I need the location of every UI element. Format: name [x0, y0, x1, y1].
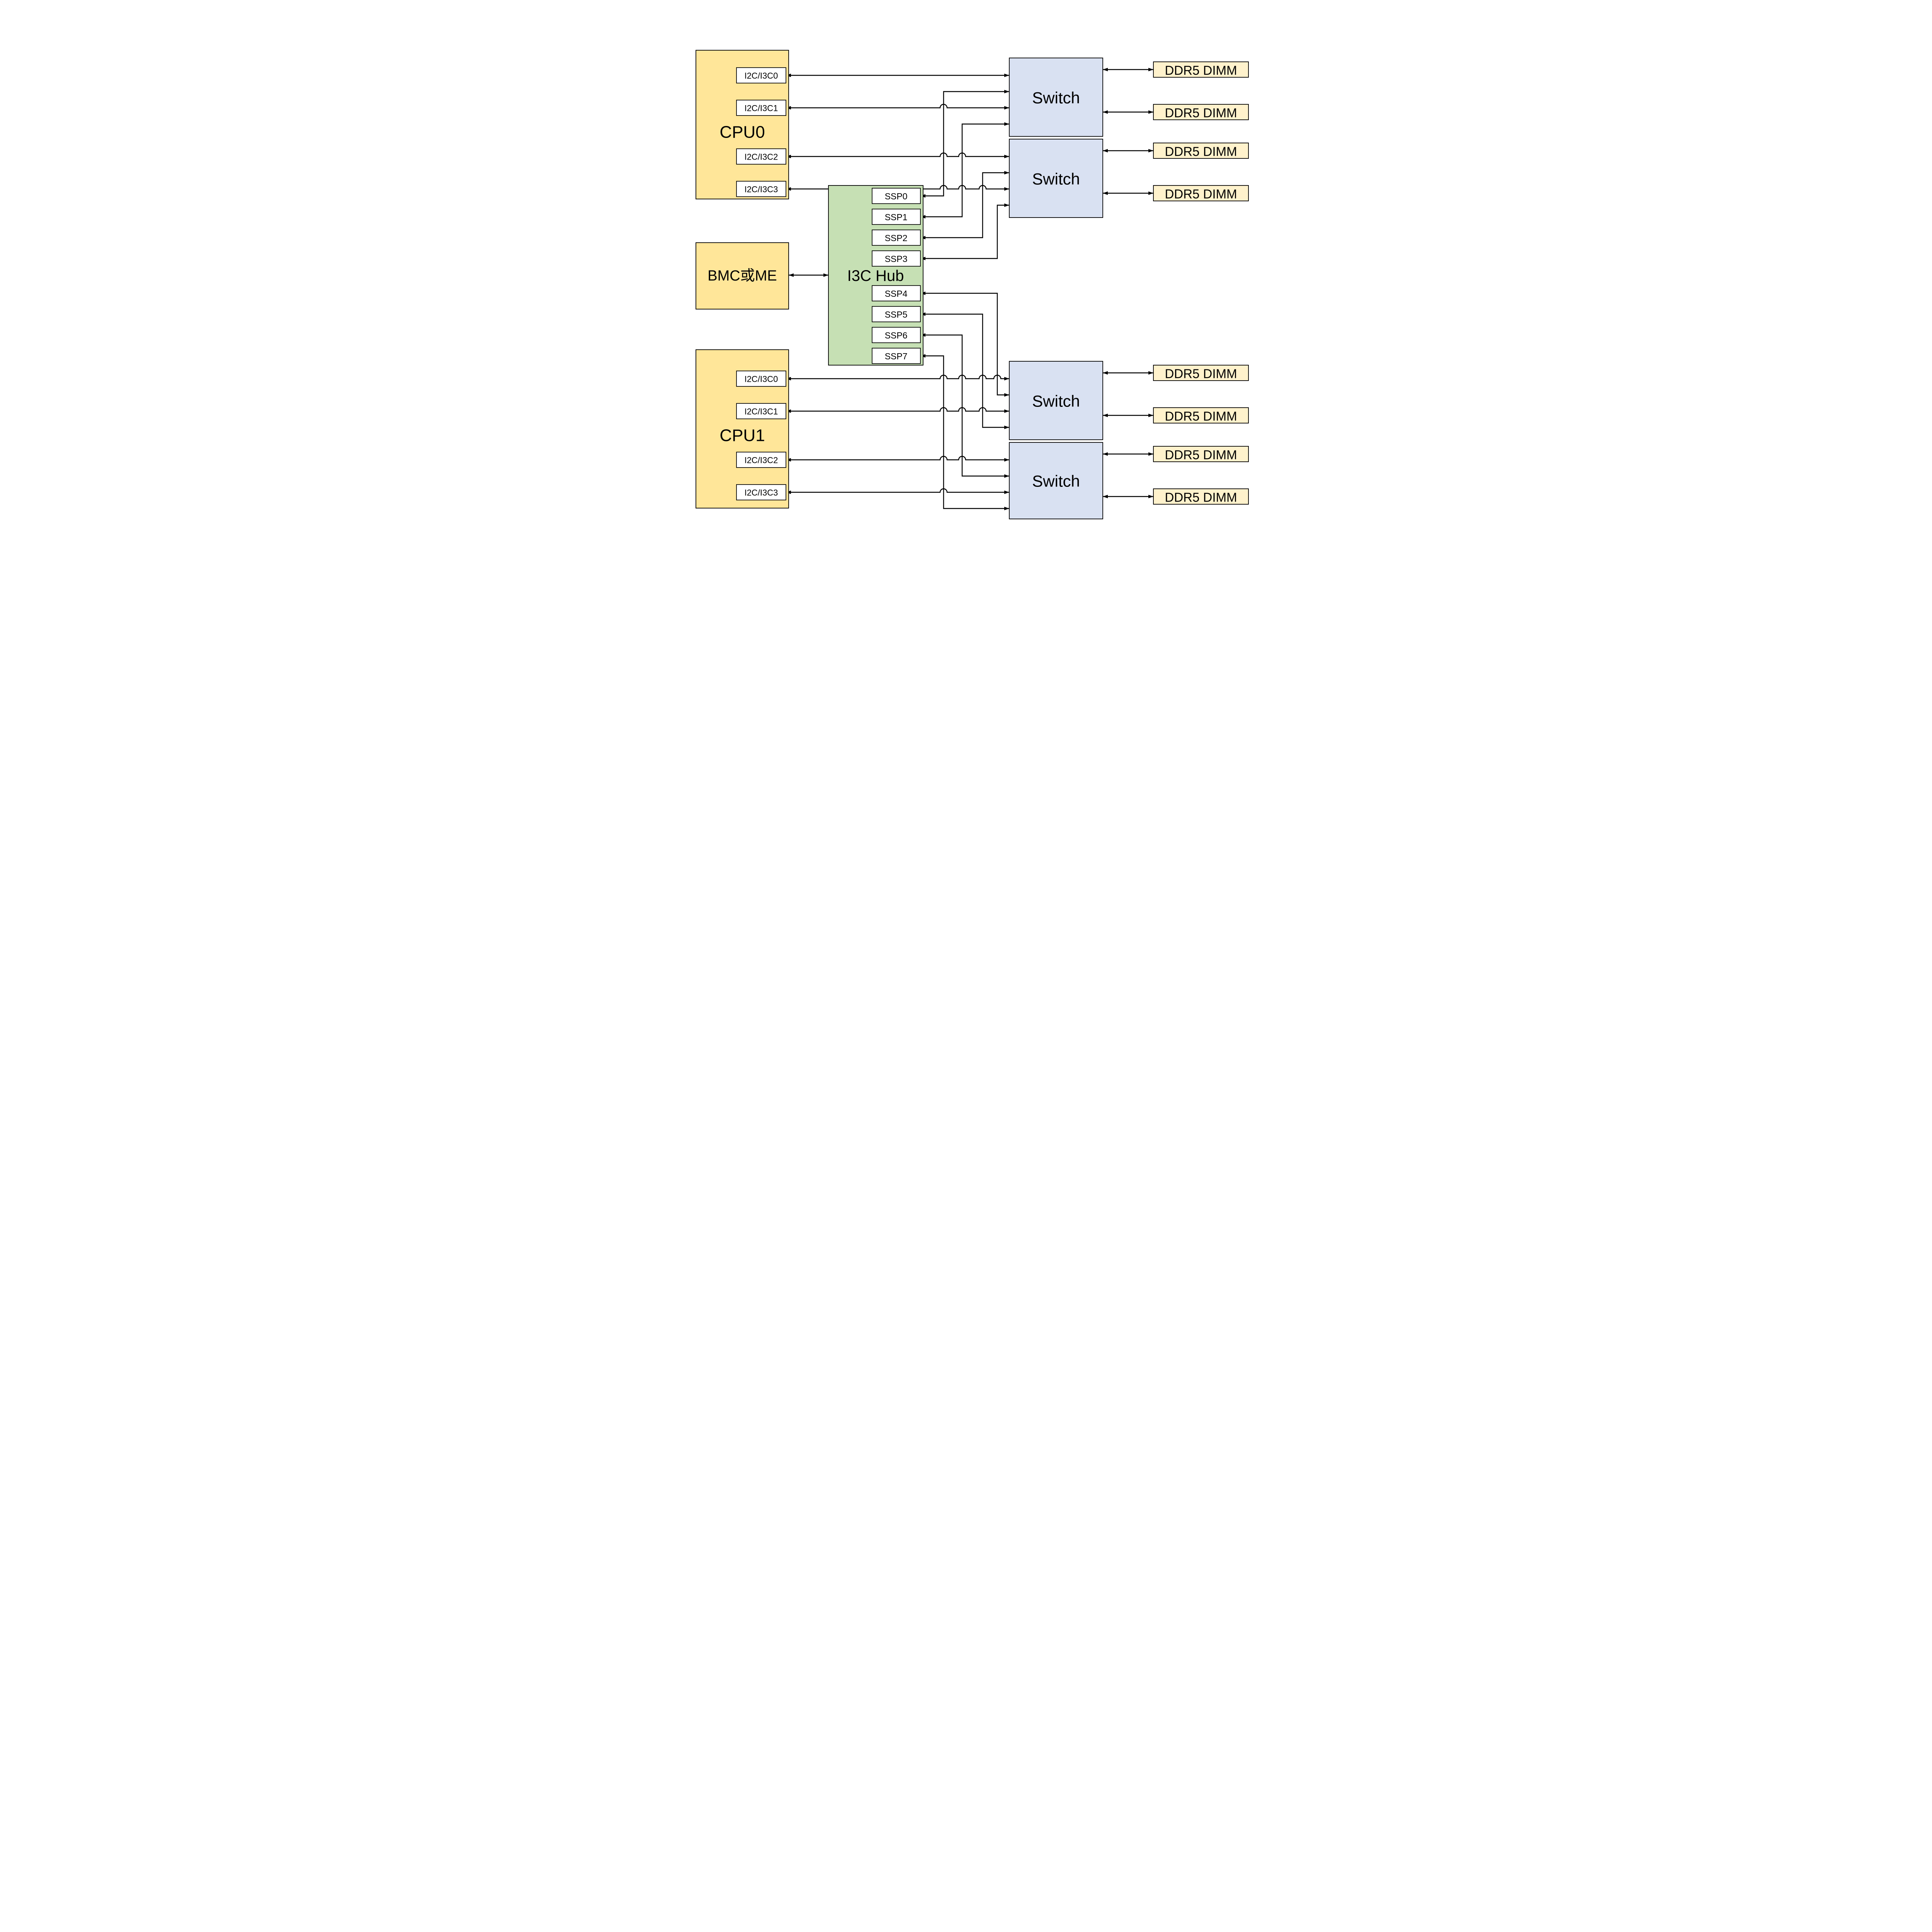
dimm-7-label: DDR5 DIMM: [1165, 448, 1237, 462]
i3c-hub-label: I3C Hub: [847, 267, 904, 284]
link-ssp3-switch2: [920, 203, 1009, 260]
cpu0-port-i2ci3c0-label: I2C/I3C0: [744, 71, 778, 81]
link-ssp7-switch4: [920, 354, 1009, 510]
dimm-2-label: DDR5 DIMM: [1165, 106, 1237, 120]
cpu0-port-i2ci3c1-label: I2C/I3C1: [744, 104, 778, 113]
cpu1-port-i2ci3c1: [736, 403, 786, 419]
hub-port-ssp2-label: SSP2: [884, 233, 907, 243]
node-dimm-1: DDR5 DIMM: [1153, 61, 1249, 78]
node-dimm-2: DDR5 DIMM: [1153, 104, 1249, 120]
link-ssp2-switch2: [920, 171, 1009, 240]
hub-port-ssp3: [871, 250, 921, 267]
cpu1-port-i2ci3c3-label: I2C/I3C3: [744, 488, 778, 498]
hub-port-ssp1: [871, 209, 921, 225]
cpu1-port-i2ci3c3: [736, 484, 786, 500]
switch-3-label: Switch: [1032, 392, 1080, 410]
cpu1-label: CPU1: [719, 426, 765, 445]
hub-port-ssp7: [871, 348, 921, 364]
link-cpu1-i2ci3c3-switch4: [786, 488, 1009, 494]
dimm-6-label: DDR5 DIMM: [1165, 409, 1237, 423]
cpu1-port-i2ci3c1-label: I2C/I3C1: [744, 407, 778, 417]
cpu0-port-i2ci3c3: [736, 181, 786, 197]
node-switch-4: Switch: [1009, 442, 1103, 519]
node-cpu0: CPU0 I2C/I3C0 I2C/I3C1 I2C/I3C2 I2C/I3C3: [695, 50, 789, 199]
dimm-4-label: DDR5 DIMM: [1165, 187, 1237, 201]
link-cpu1-i2ci3c0-switch3: [786, 374, 1009, 381]
node-dimm-7: DDR5 DIMM: [1153, 446, 1249, 462]
hub-port-ssp2: [871, 230, 921, 246]
cpu0-port-i2ci3c1: [736, 100, 786, 116]
link-cpu0-i2ci3c2-switch2: [786, 152, 1009, 158]
cpu1-port-i2ci3c2-label: I2C/I3C2: [744, 456, 778, 465]
dimm-5-label: DDR5 DIMM: [1165, 367, 1237, 381]
hub-port-ssp3-label: SSP3: [884, 254, 907, 264]
cpu1-port-i2ci3c0: [736, 371, 786, 387]
dimm-8-label: DDR5 DIMM: [1165, 490, 1237, 505]
bmc-label: BMC或ME: [707, 268, 777, 284]
link-ssp5-switch3: [920, 312, 1009, 429]
cpu1-port-i2ci3c2: [736, 452, 786, 468]
node-i3c-hub: I3C Hub SSP0 SSP1 SSP2 SSP3 SSP4 SSP5 SS…: [828, 185, 923, 366]
hub-port-ssp5: [871, 306, 921, 322]
cpu1-port-i2ci3c0-label: I2C/I3C0: [744, 374, 778, 384]
link-ssp0-switch1: [920, 90, 1009, 198]
link-cpu1-i2ci3c1-switch3: [786, 407, 1009, 413]
switch-2-label: Switch: [1032, 170, 1080, 188]
node-switch-2: Switch: [1009, 139, 1103, 218]
link-ssp4-switch3: [920, 291, 1009, 397]
hub-port-ssp4: [871, 285, 921, 301]
node-dimm-6: DDR5 DIMM: [1153, 407, 1249, 423]
link-cpu1-i2ci3c2-switch4: [786, 456, 1009, 462]
dimm-1-label: DDR5 DIMM: [1165, 63, 1237, 78]
hub-port-ssp5-label: SSP5: [884, 310, 907, 320]
switch-1-label: Switch: [1032, 89, 1080, 107]
diagram-canvas: CPU0 I2C/I3C0 I2C/I3C1 I2C/I3C2 I2C/I3C3…: [695, 50, 1249, 519]
hub-port-ssp1-label: SSP1: [884, 212, 907, 222]
hub-port-ssp6-label: SSP6: [884, 330, 907, 340]
cpu0-port-i2ci3c2: [736, 148, 786, 165]
switch-4-label: Switch: [1032, 472, 1080, 490]
hub-port-ssp4-label: SSP4: [884, 289, 907, 299]
node-cpu1: CPU1 I2C/I3C0 I2C/I3C1 I2C/I3C2 I2C/I3C3: [695, 349, 789, 509]
hub-port-ssp0: [871, 188, 921, 204]
cpu0-port-i2ci3c0: [736, 67, 786, 83]
hub-port-ssp6: [871, 327, 921, 343]
node-switch-3: Switch: [1009, 361, 1103, 440]
hub-port-ssp7-label: SSP7: [884, 351, 907, 361]
node-dimm-5: DDR5 DIMM: [1153, 365, 1249, 381]
link-cpu0-i2ci3c1-switch1: [786, 104, 1009, 110]
cpu0-port-i2ci3c2-label: I2C/I3C2: [744, 152, 778, 162]
cpu0-label: CPU0: [719, 123, 765, 142]
node-switch-1: Switch: [1009, 58, 1103, 137]
node-bmc: BMC或ME: [695, 242, 789, 310]
dimm-3-label: DDR5 DIMM: [1165, 145, 1237, 159]
hub-port-ssp0-label: SSP0: [884, 191, 907, 201]
node-dimm-8: DDR5 DIMM: [1153, 488, 1249, 505]
link-ssp1-switch1: [920, 122, 1009, 219]
wire-layer: [786, 68, 1153, 510]
cpu0-port-i2ci3c3-label: I2C/I3C3: [744, 185, 778, 194]
node-dimm-3: DDR5 DIMM: [1153, 143, 1249, 159]
node-dimm-4: DDR5 DIMM: [1153, 185, 1249, 201]
diagram-stage: CPU0 I2C/I3C0 I2C/I3C1 I2C/I3C2 I2C/I3C3…: [680, 0, 1252, 522]
